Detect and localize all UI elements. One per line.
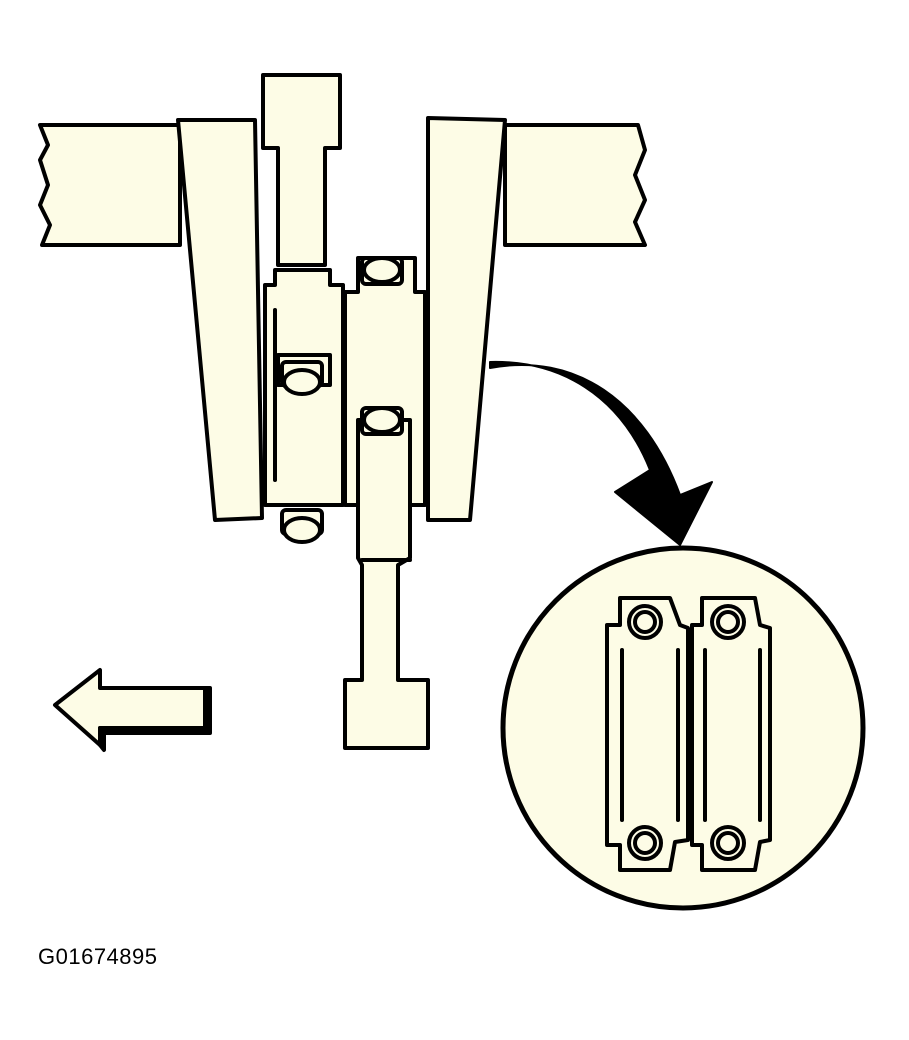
detail-rod-cap-right: [690, 596, 772, 872]
curved-arrow-icon: [489, 360, 713, 546]
rod-bolt-upper-top: [280, 360, 324, 396]
rod-bolt-upper-bottom: [280, 508, 324, 544]
figure-id-label: G01674895: [38, 944, 158, 969]
crank-web-right: [426, 116, 507, 522]
left-arrow-shadow: [98, 686, 212, 752]
crank-web-left: [176, 118, 264, 522]
connecting-rod-upper: [261, 73, 342, 267]
rod-bolt-lower-top: [360, 256, 404, 286]
crankshaft-journal-left: [38, 123, 182, 247]
rod-bolt-lower-middle: [360, 406, 404, 436]
detail-rod-cap-left: [605, 596, 690, 872]
crankshaft-journal-right: [503, 123, 647, 247]
